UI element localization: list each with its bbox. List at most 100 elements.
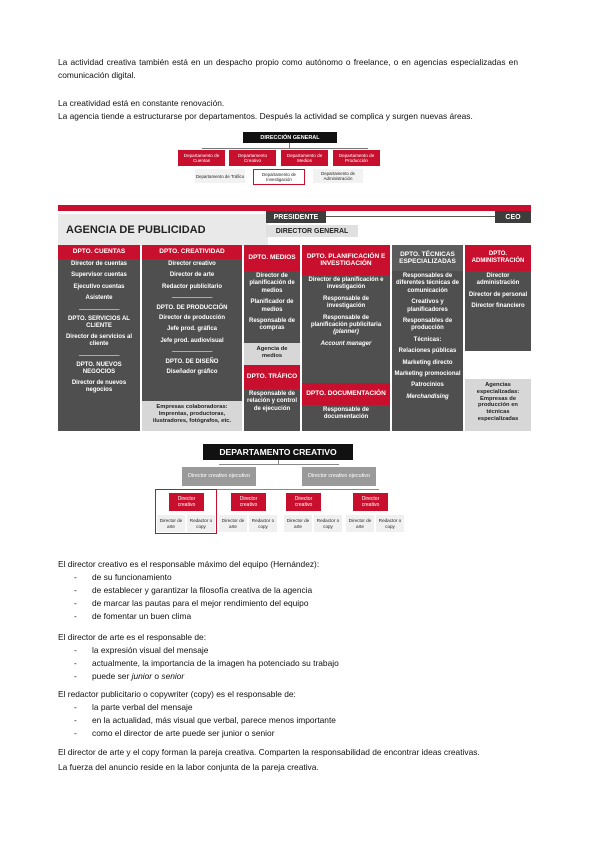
sub-dept-heading: DPTO. SERVICIOS AL CLIENTE — [68, 316, 130, 330]
list-item: actualmente, la importancia de la imagen… — [58, 657, 528, 670]
sub-dept-heading: DPTO. NUEVOS NEGOCIOS — [76, 362, 122, 376]
copywriter-3: Redactor o copy — [314, 515, 342, 532]
dept-planificacion-header: DPTO. PLANIFICACIÓN E INVESTIGACIÓN — [302, 245, 390, 275]
role: Redactor publicitario — [161, 283, 222, 290]
presidente-box: PRESIDENTE — [266, 211, 326, 223]
list-item: en la actualidad, más visual que verbal,… — [58, 714, 528, 727]
dept-produccion-box: Departamento de Producción — [333, 150, 380, 166]
colaboradores-box: Empresas colaboradoras: Imprentas, produ… — [142, 401, 242, 431]
role: Director de cuentas — [70, 261, 128, 267]
role: Director de servicios al cliente — [65, 333, 133, 348]
org-chart-agency: AGENCIA DE PUBLICIDAD PRESIDENTE CEO DIR… — [58, 205, 531, 437]
dept-investigacion-box: Departamento de Investigación — [253, 169, 305, 185]
list-item: puede ser junior o senior — [58, 670, 528, 683]
art-director-4: Director de arte — [346, 515, 374, 532]
role: Responsable de compras — [248, 318, 295, 332]
merchandising-label: Merchandising — [406, 393, 449, 400]
agencias-especializadas-box: Agencias especializadas: Empresas de pro… — [465, 379, 531, 431]
planner-label: (planner) — [333, 329, 359, 336]
dept-trafico-box: Departamento de Tráfico — [195, 169, 245, 183]
art-director-2: Director de arte — [219, 515, 247, 532]
creative-director-list: de su funcionamiento de establecer y gar… — [58, 571, 528, 623]
col-planificacion: DPTO. PLANIFICACIÓN E INVESTIGACIÓN Dire… — [302, 245, 390, 431]
role: Responsable de planificación publicitari… — [310, 314, 382, 329]
dept-cuentas-box: Departamento de Cuentas — [178, 150, 225, 166]
dept-medios-box: Departamento de Medios — [281, 150, 328, 166]
agencia-medios-box: Agencia de medios — [244, 343, 300, 365]
art-director-list: la expresión visual del mensaje actualme… — [58, 644, 528, 683]
role: Responsable de documentación — [322, 407, 369, 421]
creative-pair-paragraph: El director de arte y el copy forman la … — [58, 747, 480, 757]
separator: --------------------------- — [171, 295, 213, 302]
copywriter-4: Redactor o copy — [376, 515, 404, 532]
dept-creativo-box: Departamento Creativo — [229, 150, 276, 166]
col-administracion: DPTO. ADMINISTRACIÓN Director administra… — [465, 245, 531, 431]
list-item: la expresión visual del mensaje — [58, 644, 528, 657]
intro-paragraph-3: La agencia tiende a estructurarse por de… — [58, 111, 473, 121]
role: Patrocinios — [411, 382, 444, 389]
list-item: de fomentar un buen clima — [58, 610, 528, 623]
org-chart-general: DIRECCIÓN GENERAL Departamento de Cuenta… — [175, 128, 385, 188]
direccion-general-box: DIRECCIÓN GENERAL — [243, 132, 337, 143]
creative-pair-conclusion: La fuerza del anuncio reside en la labor… — [58, 762, 319, 772]
col-tecnicas: DPTO. TÉCNICAS ESPECIALIZADAS Responsabl… — [392, 245, 463, 431]
col-medios: DPTO. MEDIOS Director de planificación d… — [244, 245, 300, 431]
intro-paragraph-2: La creatividad está en constante renovac… — [58, 98, 225, 108]
role: Director de personal — [468, 291, 528, 298]
sub-dept-heading: DPTO. DE DISEÑO — [165, 358, 219, 365]
dept-trafico-header: DPTO. TRÁFICO — [244, 365, 300, 389]
col-creatividad: DPTO. CREATIVIDAD Director creativo Dire… — [142, 245, 242, 431]
copywriter-list: la parte verbal del mensaje en la actual… — [58, 701, 528, 740]
exec-creative-director-1: Director creativo ejecutivo — [182, 467, 256, 486]
intro-paragraph-1: La actividad creativa también está en un… — [58, 57, 518, 80]
list-item: la parte verbal del mensaje — [58, 701, 528, 714]
art-director-1: Director de arte — [157, 515, 185, 532]
art-director-3: Director de arte — [284, 515, 312, 532]
creative-director-3: Director creativo — [286, 493, 321, 511]
director-general-box: DIRECTOR GENERAL — [266, 225, 358, 237]
dept-documentacion-header: DPTO. DOCUMENTACIÓN — [302, 383, 390, 405]
creative-dept-title: DEPARTAMENTO CREATIVO — [203, 444, 353, 460]
role: Responsables de diferentes técnicas de c… — [395, 273, 460, 294]
list-item: de marcar las pautas para el mejor rendi… — [58, 597, 528, 610]
exec-creative-director-2: Director creativo ejecutivo — [302, 467, 376, 486]
separator: --------------------------- — [78, 306, 120, 313]
separator: --------------------------- — [171, 349, 213, 356]
highlight-frame — [155, 489, 217, 534]
art-director-heading: El director de arte es el responsable de… — [58, 632, 207, 642]
org-chart-creative-dept: DEPARTAMENTO CREATIVO Director creativo … — [151, 443, 406, 535]
creative-director-1: Director creativo — [169, 493, 204, 511]
dept-creatividad-header: DPTO. CREATIVIDAD — [142, 245, 242, 259]
creative-director-4: Director creativo — [353, 493, 388, 511]
copywriter-1: Redactor o copy — [187, 515, 215, 532]
role: Director administración — [476, 273, 520, 287]
role: Marketing promocional — [394, 371, 461, 378]
role: Director financiero — [471, 303, 525, 310]
role: Director de nuevos negocios — [71, 379, 127, 394]
tecnicas-subheading: Técnicas: — [413, 336, 442, 343]
role: Director creativo — [168, 261, 216, 267]
role: Diseñador gráfico — [166, 369, 218, 376]
role: Marketing directo — [402, 359, 453, 366]
ceo-box: CEO — [495, 211, 531, 223]
account-manager-label: Account manager — [320, 340, 372, 347]
list-item: de su funcionamiento — [58, 571, 528, 584]
list-item: de establecer y garantizar la filosofía … — [58, 584, 528, 597]
role: Director de producción — [158, 315, 225, 322]
list-item: como el director de arte puede ser junio… — [58, 727, 528, 740]
role: Responsable de investigación — [322, 295, 369, 310]
creative-director-heading: El director creativo es el responsable m… — [58, 559, 320, 569]
agency-title: AGENCIA DE PUBLICIDAD — [58, 214, 268, 246]
creative-director-2: Director creativo — [231, 493, 266, 511]
role: Responsable de relación y control de eje… — [246, 391, 297, 412]
dept-administracion-box: Departamento de Administración — [313, 169, 363, 183]
dept-medios-header: DPTO. MEDIOS — [244, 245, 300, 271]
role: Responsables de producción — [402, 318, 453, 332]
role: Asistente — [85, 295, 113, 302]
role: Supervisor cuentas — [71, 272, 127, 279]
role: Director de planificación de medios — [249, 273, 295, 294]
sub-dept-heading: DPTO. DE PRODUCCIÓN — [156, 304, 228, 311]
copywriter-heading: El redactor publicitario o copywriter (c… — [58, 689, 296, 699]
role: Ejecutivo cuentas — [73, 283, 125, 290]
dept-cuentas-header: DPTO. CUENTAS — [58, 245, 140, 259]
